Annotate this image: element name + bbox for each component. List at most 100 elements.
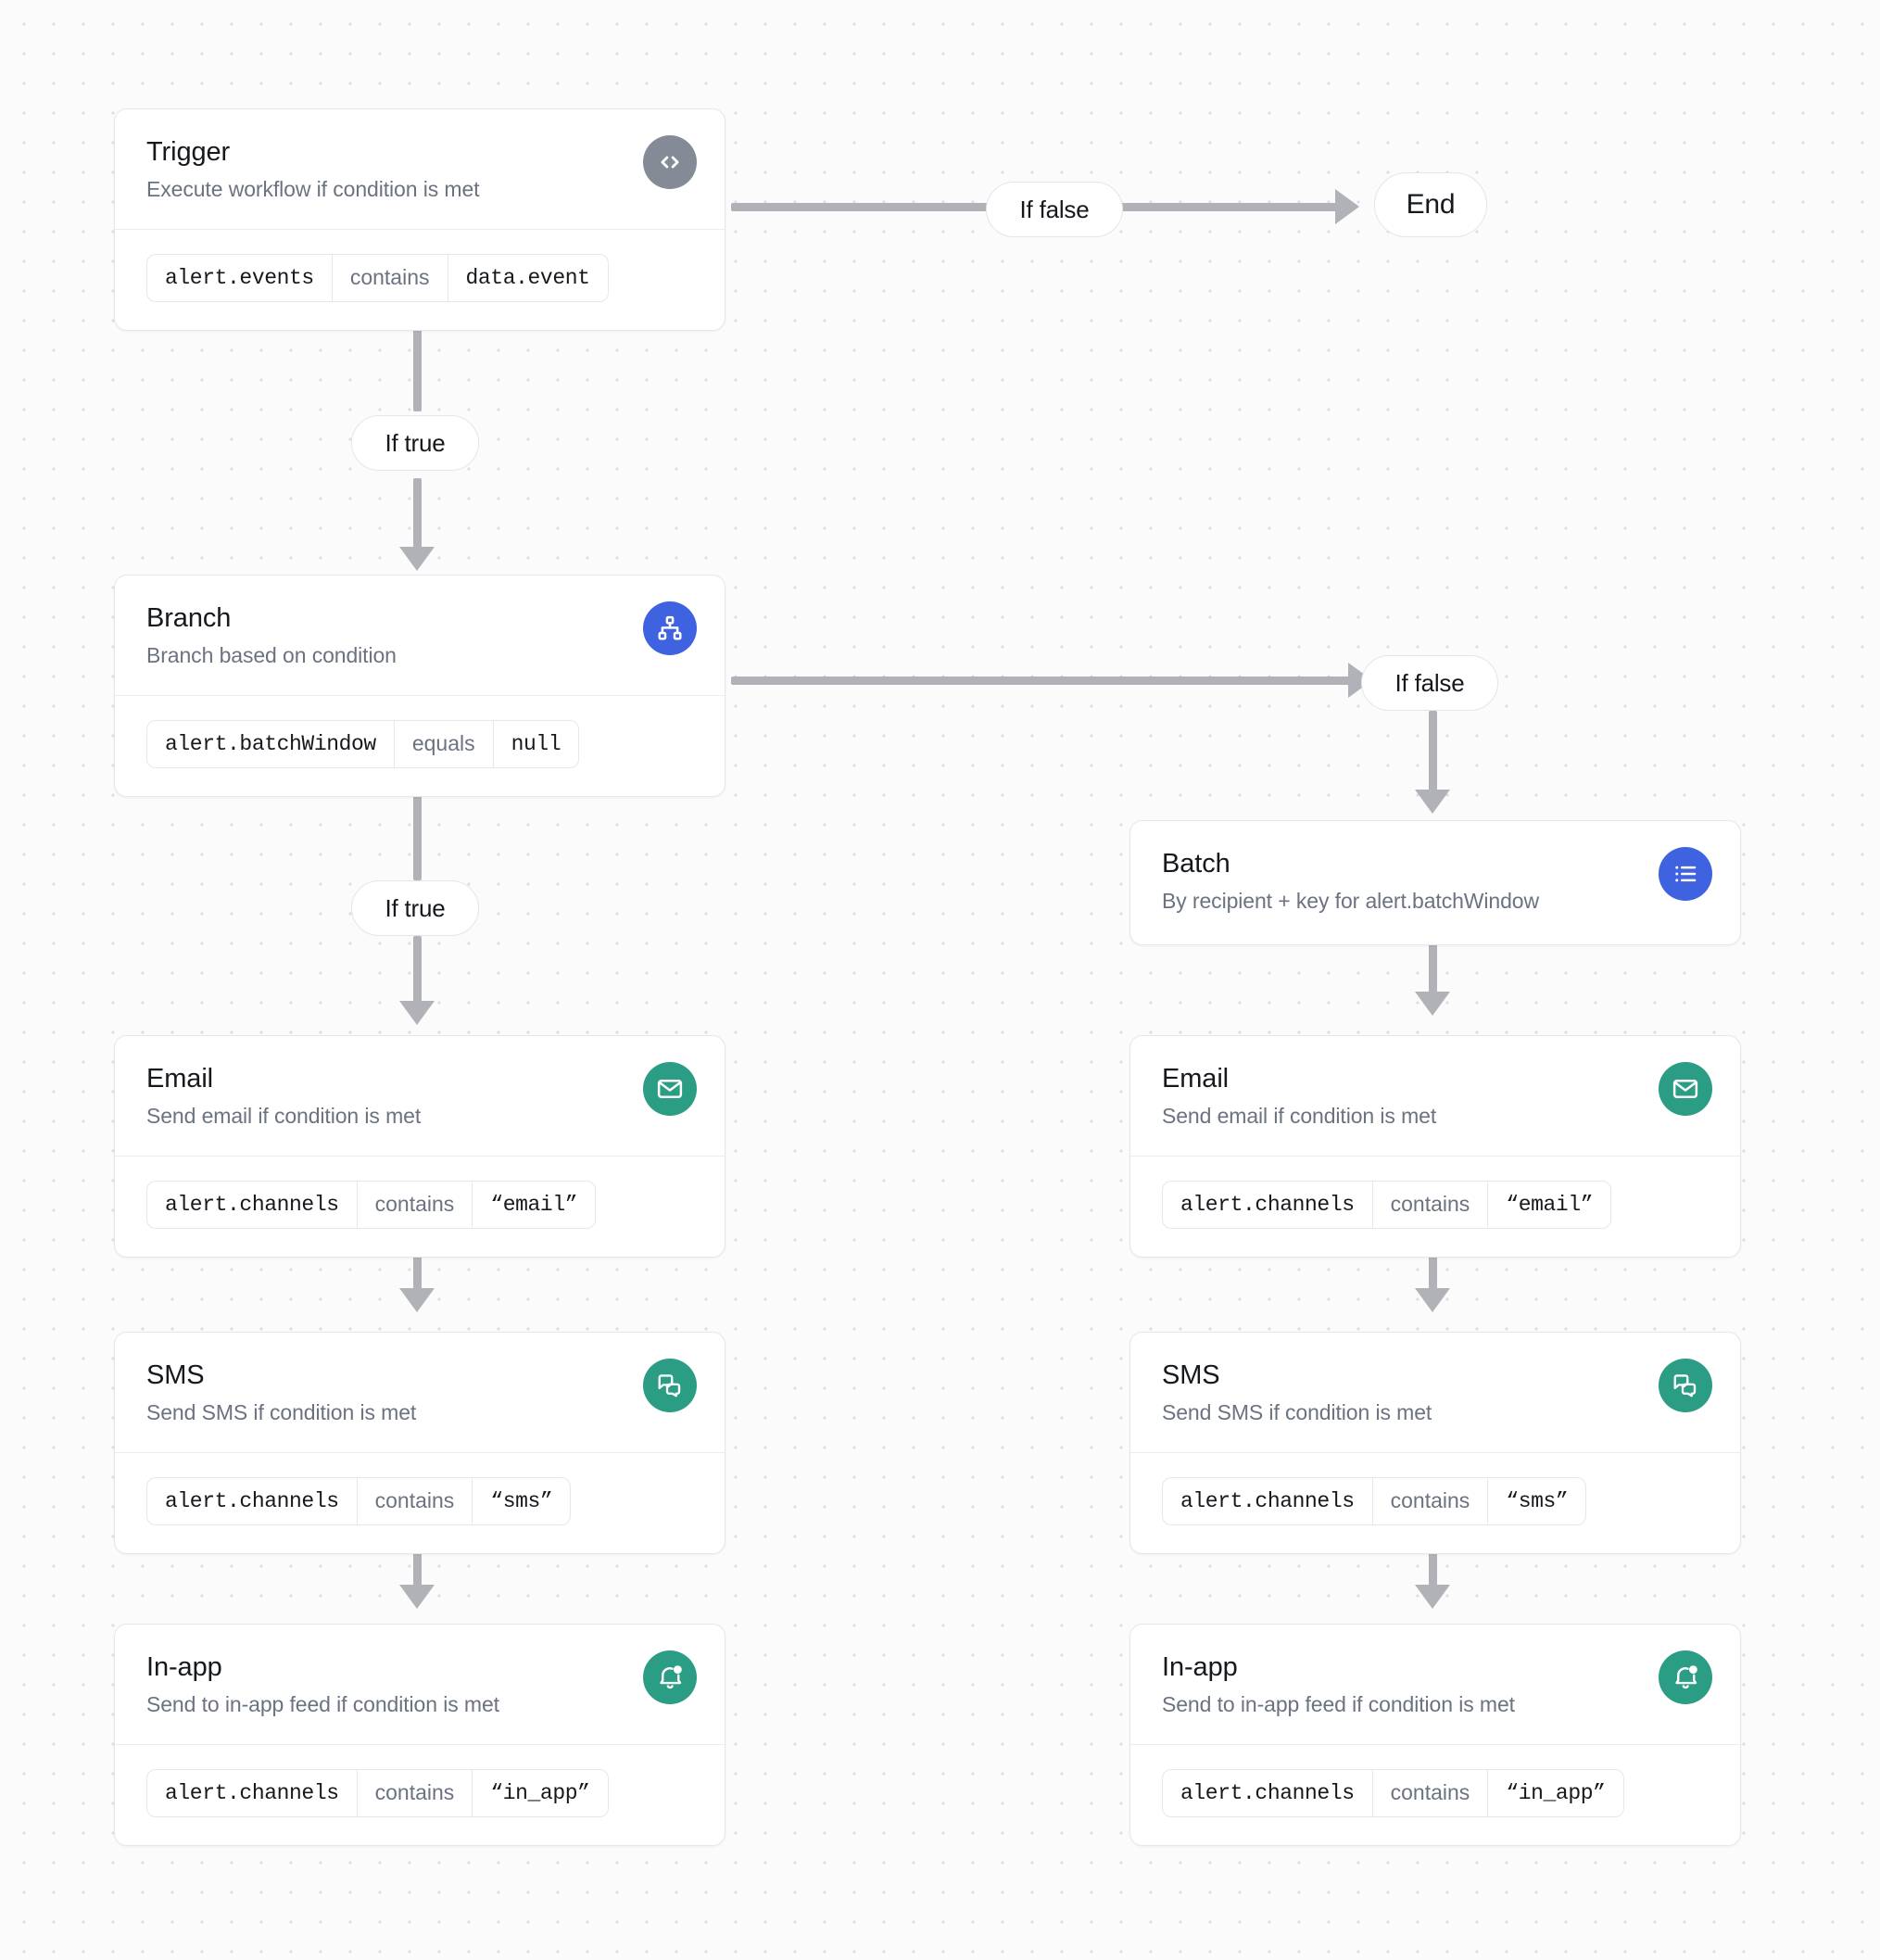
divider bbox=[115, 1155, 725, 1157]
batch-header: Batch By recipient + key for alert.batch… bbox=[1130, 821, 1740, 944]
sms-left-body: alert.channels contains “sms” bbox=[115, 1453, 725, 1553]
email-right-subtitle: Send email if condition is met bbox=[1162, 1104, 1437, 1129]
inapp-right-title: In-app bbox=[1162, 1652, 1238, 1682]
edge-iffalse-to-end bbox=[1117, 203, 1339, 211]
condition-operator: contains bbox=[1371, 1181, 1489, 1228]
condition-chip[interactable]: alert.batchWindow equals null bbox=[146, 719, 580, 768]
email-right-title: Email bbox=[1162, 1064, 1230, 1094]
email-right-header: Email Send email if condition is met bbox=[1130, 1036, 1740, 1156]
edge-branch-to-iffalse bbox=[731, 677, 1357, 685]
node-sms-right[interactable]: SMS Send SMS if condition is met alert.c… bbox=[1129, 1332, 1741, 1554]
sms-right-subtitle: Send SMS if condition is met bbox=[1162, 1400, 1432, 1425]
divider bbox=[115, 1451, 725, 1453]
trigger-body: alert.events contains data.event bbox=[115, 230, 725, 330]
inapp-left-subtitle: Send to in-app feed if condition is met bbox=[146, 1692, 499, 1717]
trigger-title: Trigger bbox=[146, 137, 231, 167]
divider bbox=[1130, 1743, 1740, 1745]
branch-title: Branch bbox=[146, 603, 232, 633]
condition-chip[interactable]: alert.channels contains “in_app” bbox=[1162, 1768, 1624, 1817]
condition-left: alert.channels bbox=[1180, 1488, 1355, 1513]
condition-chip[interactable]: alert.channels contains “sms” bbox=[1162, 1476, 1587, 1525]
edge-batch-to-email-right bbox=[1429, 934, 1437, 997]
inapp-right-body: alert.channels contains “in_app” bbox=[1130, 1745, 1740, 1845]
bell-dot-icon bbox=[1659, 1650, 1712, 1704]
condition-chip[interactable]: alert.channels contains “email” bbox=[1162, 1180, 1612, 1229]
condition-right: data.event bbox=[465, 265, 590, 290]
condition-right: “in_app” bbox=[1506, 1780, 1606, 1805]
chat-bubbles-icon bbox=[643, 1359, 697, 1412]
condition-chip[interactable]: alert.channels contains “sms” bbox=[146, 1476, 572, 1525]
branch-subtitle: Branch based on condition bbox=[146, 643, 397, 668]
node-batch[interactable]: Batch By recipient + key for alert.batch… bbox=[1129, 820, 1741, 945]
batch-subtitle: By recipient + key for alert.batchWindow bbox=[1162, 889, 1539, 914]
condition-operator: contains bbox=[356, 1181, 473, 1228]
email-right-body: alert.channels contains “email” bbox=[1130, 1157, 1740, 1257]
divider bbox=[115, 228, 725, 230]
condition-operator: contains bbox=[1371, 1477, 1489, 1524]
condition-operator: contains bbox=[356, 1769, 473, 1816]
inapp-left-title: In-app bbox=[146, 1652, 222, 1682]
edge-arrow-sms-inapp-left bbox=[399, 1585, 435, 1609]
edge-trigger-to-iffalse bbox=[731, 203, 994, 211]
condition-operator: equals bbox=[393, 720, 494, 767]
edge-iffalse-to-batch bbox=[1429, 711, 1437, 796]
code-brackets-icon bbox=[643, 135, 697, 189]
node-inapp-left[interactable]: In-app Send to in-app feed if condition … bbox=[114, 1624, 726, 1846]
condition-left: alert.channels bbox=[1180, 1780, 1355, 1805]
node-email-left[interactable]: Email Send email if condition is met ale… bbox=[114, 1035, 726, 1258]
node-sms-left[interactable]: SMS Send SMS if condition is met alert.c… bbox=[114, 1332, 726, 1554]
condition-chip[interactable]: alert.channels contains “email” bbox=[146, 1180, 597, 1229]
inapp-right-header: In-app Send to in-app feed if condition … bbox=[1130, 1625, 1740, 1744]
condition-right: “sms” bbox=[490, 1488, 553, 1513]
edge-arrow-batch-email-right bbox=[1415, 992, 1450, 1016]
node-email-right[interactable]: Email Send email if condition is met ale… bbox=[1129, 1035, 1741, 1258]
condition-left: alert.events bbox=[165, 265, 314, 290]
sms-left-subtitle: Send SMS if condition is met bbox=[146, 1400, 417, 1425]
condition-operator: contains bbox=[1371, 1769, 1489, 1816]
edge-label-text: If false bbox=[1019, 195, 1090, 223]
edge-label-branch-if-true[interactable]: If true bbox=[351, 880, 479, 936]
divider bbox=[1130, 1155, 1740, 1157]
edge-arrow-to-branch bbox=[399, 547, 435, 571]
edge-label-trigger-if-false[interactable]: If false bbox=[986, 182, 1123, 237]
sms-left-header: SMS Send SMS if condition is met bbox=[115, 1333, 725, 1452]
node-inapp-right[interactable]: In-app Send to in-app feed if condition … bbox=[1129, 1624, 1741, 1846]
chat-bubbles-icon bbox=[1659, 1359, 1712, 1412]
condition-right: “sms” bbox=[1506, 1488, 1569, 1513]
edge-trigger-to-iftrue bbox=[413, 315, 422, 411]
divider bbox=[1130, 1451, 1740, 1453]
branch-body: alert.batchWindow equals null bbox=[115, 696, 725, 796]
edge-arrow-email-sms-right bbox=[1415, 1288, 1450, 1312]
node-branch[interactable]: Branch Branch based on condition alert.b… bbox=[114, 575, 726, 797]
node-end[interactable]: End bbox=[1374, 172, 1487, 237]
email-left-title: Email bbox=[146, 1064, 214, 1094]
sms-right-body: alert.channels contains “sms” bbox=[1130, 1453, 1740, 1553]
condition-chip[interactable]: alert.channels contains “in_app” bbox=[146, 1768, 609, 1817]
edge-label-branch-if-false[interactable]: If false bbox=[1361, 655, 1498, 711]
branch-header: Branch Branch based on condition bbox=[115, 575, 725, 695]
email-left-header: Email Send email if condition is met bbox=[115, 1036, 725, 1156]
condition-chip[interactable]: alert.events contains data.event bbox=[146, 253, 609, 302]
edge-label-text: If true bbox=[385, 893, 446, 922]
condition-left: alert.channels bbox=[1180, 1192, 1355, 1217]
trigger-header: Trigger Execute workflow if condition is… bbox=[115, 109, 725, 229]
condition-operator: contains bbox=[356, 1477, 473, 1524]
envelope-icon bbox=[1659, 1062, 1712, 1116]
edge-sms-to-inapp-left bbox=[413, 1534, 422, 1591]
email-left-body: alert.channels contains “email” bbox=[115, 1157, 725, 1257]
edge-sms-to-inapp-right bbox=[1429, 1534, 1437, 1591]
condition-left: alert.channels bbox=[165, 1192, 339, 1217]
sms-right-title: SMS bbox=[1162, 1360, 1220, 1390]
edge-iftrue-to-branch bbox=[413, 478, 422, 554]
edge-arrow-to-email-left bbox=[399, 1001, 435, 1025]
edge-arrow-email-sms-left bbox=[399, 1288, 435, 1312]
edge-branch-to-iftrue bbox=[413, 777, 422, 880]
edge-label-trigger-if-true[interactable]: If true bbox=[351, 415, 479, 471]
node-trigger[interactable]: Trigger Execute workflow if condition is… bbox=[114, 108, 726, 331]
condition-right: null bbox=[511, 731, 561, 756]
divider bbox=[115, 1743, 725, 1745]
edge-email-to-sms-right bbox=[1429, 1237, 1437, 1295]
inapp-left-header: In-app Send to in-app feed if condition … bbox=[115, 1625, 725, 1744]
edge-arrow-sms-inapp-right bbox=[1415, 1585, 1450, 1609]
